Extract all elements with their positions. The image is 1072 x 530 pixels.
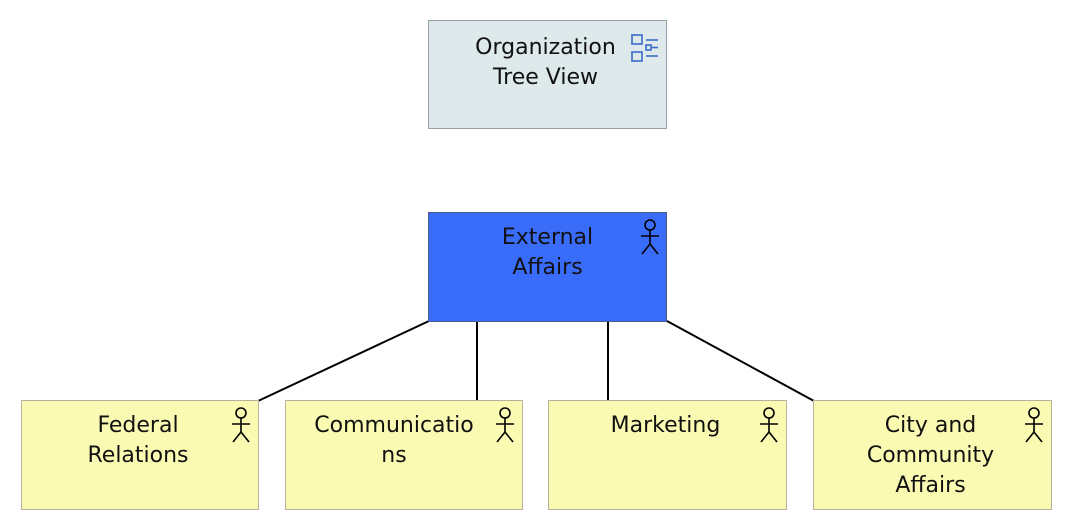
tree-view-icon [631, 34, 658, 62]
root-node-label: External Affairs [501, 225, 594, 280]
connector-federal-relations [257, 320, 430, 402]
actor-icon [760, 407, 778, 443]
child-node-label: Communicatio ns [314, 413, 474, 468]
actor-icon [641, 219, 659, 255]
external-affairs-node[interactable]: External Affairs [428, 212, 667, 322]
child-node-label: Marketing [610, 413, 721, 438]
actor-icon [496, 407, 514, 443]
organization-tree-view-node[interactable]: Organization Tree View [428, 20, 667, 129]
actor-icon [1025, 407, 1043, 443]
connector-city-community-affairs [666, 320, 815, 402]
city-community-affairs-node[interactable]: City and Community Affairs [813, 400, 1052, 510]
federal-relations-node[interactable]: Federal Relations [21, 400, 259, 510]
child-node-label: City and Community Affairs [866, 413, 995, 498]
child-node-label: Federal Relations [87, 413, 189, 468]
communications-node[interactable]: Communicatio ns [285, 400, 523, 510]
actor-icon [232, 407, 250, 443]
view-node-label: Organization Tree View [475, 35, 616, 90]
marketing-node[interactable]: Marketing [548, 400, 787, 510]
